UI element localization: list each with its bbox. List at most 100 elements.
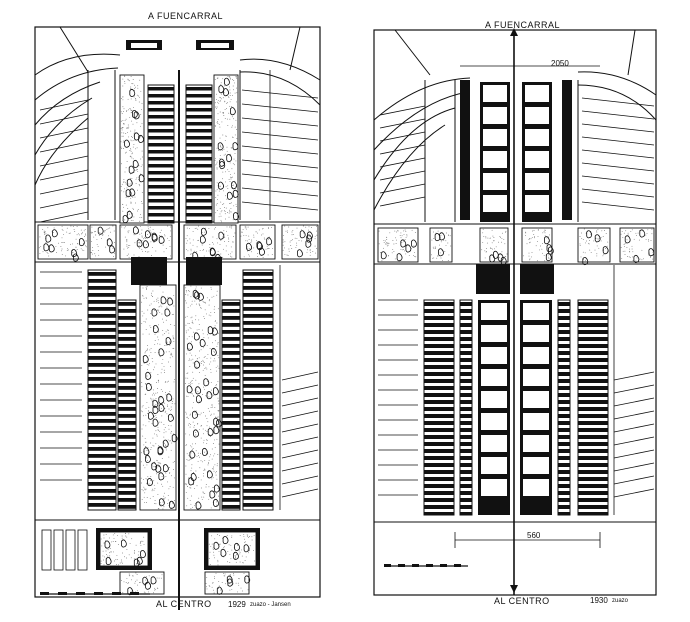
park-dot <box>218 216 220 218</box>
park-dot <box>72 252 74 253</box>
park-dot <box>188 323 190 324</box>
park-dot <box>124 75 126 77</box>
park-dot <box>284 253 286 255</box>
park-dot <box>195 319 197 321</box>
park-dot <box>290 240 292 241</box>
park-dot <box>631 245 633 247</box>
park-dot <box>155 430 157 432</box>
small-block <box>53 529 64 571</box>
park-dot <box>232 176 233 178</box>
tree-clump <box>109 245 116 254</box>
housing-bar <box>460 337 472 341</box>
park-dot <box>212 349 214 351</box>
park-dot <box>121 98 122 99</box>
park-dot <box>123 227 125 229</box>
park-dot <box>140 581 142 583</box>
park-dot <box>226 535 228 536</box>
park-dot <box>443 239 445 241</box>
housing-bar <box>424 435 454 439</box>
park-dot <box>623 232 625 234</box>
park-dot <box>296 244 298 246</box>
park-dot <box>69 243 71 245</box>
park-dot <box>214 312 215 313</box>
housing-bar <box>88 300 116 304</box>
park-dot <box>213 413 215 415</box>
tree-clump <box>194 291 201 300</box>
park-dot <box>137 238 139 240</box>
street-line <box>241 187 319 197</box>
park-dot <box>121 148 123 150</box>
park-dot <box>165 445 167 447</box>
park-dot <box>624 250 626 252</box>
park-dot <box>172 486 174 488</box>
park-dot <box>159 232 161 233</box>
park-dot <box>160 304 162 306</box>
park-dot <box>147 234 148 235</box>
tree-clump <box>126 178 133 187</box>
bottom-park-4 <box>204 571 251 595</box>
housing-bar <box>558 330 570 334</box>
park-dot <box>162 498 164 500</box>
housing-bar <box>243 370 273 374</box>
park-dot <box>227 188 229 190</box>
park-dot <box>216 168 218 170</box>
park-dot <box>220 253 222 255</box>
park-dot <box>231 79 233 81</box>
park-dot <box>606 245 608 247</box>
park-dot <box>185 238 187 240</box>
park-dot <box>156 434 158 436</box>
park-dot <box>130 149 132 151</box>
park-dot <box>72 226 74 227</box>
tree-clump <box>133 226 139 235</box>
park-dot <box>141 365 143 367</box>
park-dot <box>221 210 223 212</box>
park-dot <box>79 234 80 236</box>
park-dot <box>218 102 220 104</box>
park-dot <box>121 580 122 582</box>
park-dot <box>590 233 592 235</box>
housing-bar <box>88 503 116 507</box>
park-dot <box>168 488 170 490</box>
park-dot <box>628 256 630 258</box>
housing-bar <box>558 379 570 383</box>
park-dot <box>77 233 79 235</box>
park-dot <box>145 478 147 480</box>
park-dot <box>156 473 157 475</box>
park-dot <box>120 185 122 187</box>
park-outline <box>99 531 149 567</box>
park-dot <box>268 228 270 230</box>
park-dot <box>216 163 218 165</box>
park-dot <box>234 92 236 94</box>
park-dot <box>210 507 212 509</box>
park-dot <box>267 248 269 250</box>
park-dot <box>225 171 226 173</box>
park-dot <box>217 343 219 345</box>
park-dot <box>187 416 188 418</box>
park-dot <box>150 294 152 296</box>
park-dot <box>232 240 234 242</box>
park-dot <box>245 556 247 558</box>
park-dot <box>142 490 144 492</box>
park-dot <box>246 534 248 536</box>
park-dot <box>165 319 167 321</box>
housing-bar <box>222 449 240 453</box>
park-dot <box>186 353 188 355</box>
tree-clump <box>434 233 441 242</box>
park-dot <box>302 225 304 227</box>
park-dot <box>241 549 242 551</box>
park-dot <box>44 234 46 236</box>
housing-bar <box>578 435 608 439</box>
park-dot <box>169 344 171 346</box>
park-dot <box>155 404 157 406</box>
park-dot <box>82 242 84 244</box>
park-dot <box>233 89 234 91</box>
tree-clump <box>158 348 165 357</box>
park-dot <box>635 232 637 234</box>
park-dot <box>155 392 157 394</box>
park-dot <box>209 585 211 587</box>
park-dot <box>230 255 232 257</box>
housing-bar <box>222 351 240 355</box>
street-line <box>379 144 426 155</box>
street-line <box>39 197 89 209</box>
park-dot <box>138 256 140 258</box>
